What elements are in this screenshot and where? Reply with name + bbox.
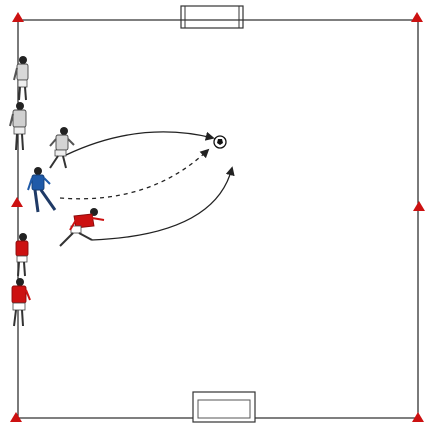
- grey-waiting-player-1: [14, 56, 28, 100]
- cone-icon: [10, 412, 22, 422]
- pass-arrow: [60, 150, 208, 199]
- grey-attacker-run-arrow: [66, 132, 213, 155]
- soccer-ball-icon: [214, 136, 226, 148]
- cone-icon: [11, 197, 23, 207]
- top-goal-icon: [181, 6, 243, 28]
- cone-icon: [12, 12, 24, 22]
- grey-attacker: [50, 127, 74, 168]
- red-defender-run-arrow: [92, 168, 232, 240]
- blue-server: [28, 167, 55, 212]
- cone-icon: [413, 201, 425, 211]
- cone-icon: [412, 412, 424, 422]
- red-waiting-player-2: [12, 278, 30, 326]
- bottom-goal-icon: [193, 392, 255, 422]
- cone-icon: [411, 12, 423, 22]
